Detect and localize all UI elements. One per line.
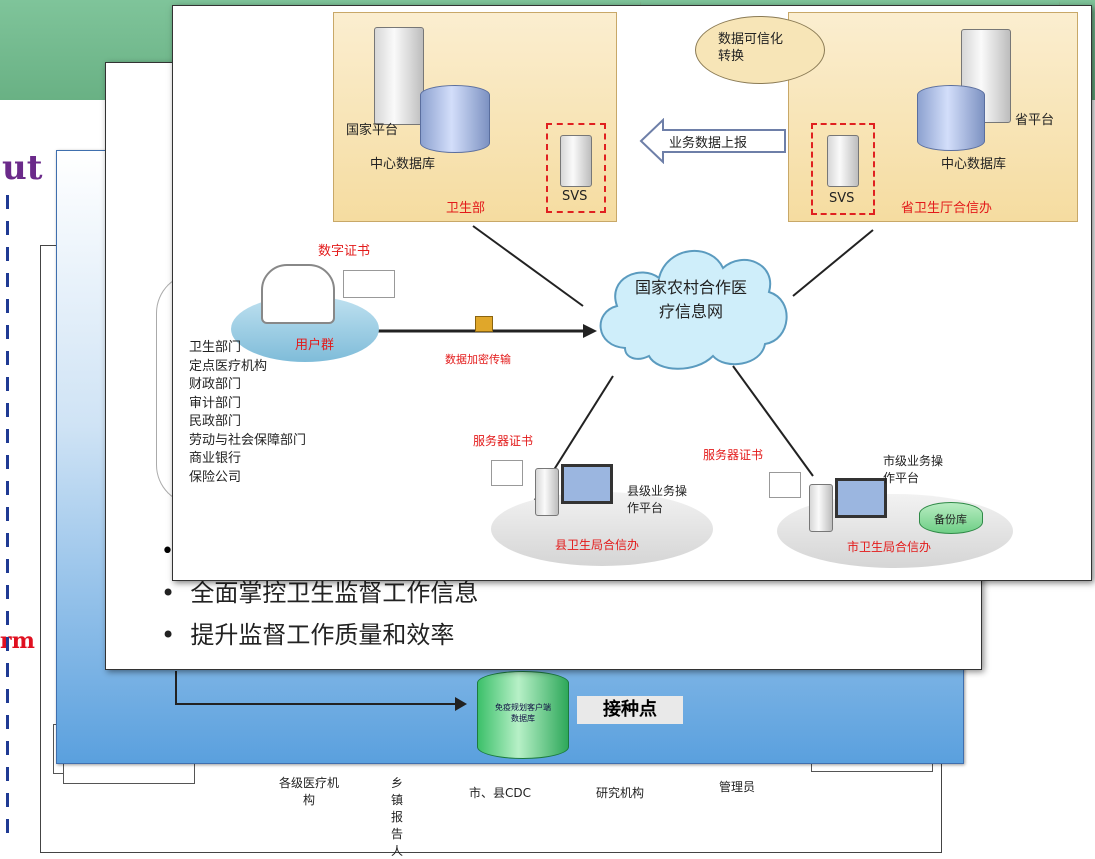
user-list-item: 审计部门	[189, 395, 242, 411]
user-list-item: 劳动与社会保障部门	[189, 432, 307, 448]
bullet-1: • 全面掌控卫生监督工作信息	[161, 579, 479, 607]
county-office-label: 县卫生局合信办	[555, 538, 640, 552]
county-oval: 县卫生局合信办	[491, 492, 713, 566]
bullet-2: • 提升监督工作质量和效率	[161, 621, 455, 649]
cloud-icon	[599, 249, 788, 370]
user-list-item: 民政部门	[189, 414, 242, 429]
label-township-reporter: 乡镇报告人	[391, 776, 404, 858]
server-cert-icon-right	[769, 472, 801, 498]
backup-db-icon: 备份库	[919, 502, 983, 534]
city-pc-tower-icon	[809, 484, 833, 532]
bullet-1-text: 全面掌控卫生监督工作信息	[190, 579, 479, 607]
national-server-icon	[374, 27, 424, 125]
user-group-label: 用户群	[295, 338, 335, 353]
client-db-label: 免疫规划客户端数据库	[495, 703, 551, 723]
label-research-institutions: 研究机构	[596, 786, 645, 800]
user-list: 卫生部门 定点医疗机构 财政部门 审计部门 民政部门 劳动与社会保障部门 商业银…	[189, 339, 306, 487]
province-box: 省平台 中心数据库 SVS 省卫生厅合信办	[788, 12, 1078, 222]
line-cloud-city	[732, 365, 814, 477]
report-arrow-label: 业务数据上报	[669, 136, 748, 151]
provincial-server-icon	[961, 29, 1011, 123]
user-group-icon	[261, 264, 335, 324]
slide-network-architecture: 国家平台 中心数据库 SVS 卫生部 业务数据上报 省平台 中心数据库 SVS …	[172, 5, 1092, 581]
label-administrator: 管理员	[719, 780, 756, 794]
central-db-label-left: 中心数据库	[370, 157, 436, 172]
user-list-item: 商业银行	[189, 451, 242, 466]
user-list-item: 财政部门	[189, 377, 242, 392]
ministry-label: 卫生部	[446, 201, 486, 216]
ministry-box: 国家平台 中心数据库 SVS 卫生部	[333, 12, 617, 222]
city-monitor-icon	[835, 478, 887, 518]
label-city-county-cdc: 市、县CDC	[469, 786, 531, 800]
speech-bubble-text: 数据可信化转换	[718, 32, 784, 64]
cloud-network: 国家农村合作医疗信息网	[585, 228, 795, 374]
label-medical-institutions: 各级医疗机构	[279, 776, 340, 807]
user-list-item: 卫生部门	[189, 340, 242, 355]
line-province-cloud	[792, 229, 874, 297]
county-pc-tower-icon	[535, 468, 559, 516]
svs-server-icon-right	[827, 135, 859, 187]
cut-title-text: ut	[2, 148, 43, 188]
digital-cert-icon	[343, 270, 395, 298]
cloud-label: 国家农村合作医疗信息网	[634, 278, 747, 321]
svs-box-right: SVS	[811, 123, 875, 215]
bullet-2-text: 提升监督工作质量和效率	[190, 621, 455, 649]
svs-label-right: SVS	[829, 191, 855, 206]
server-cert-label-left: 服务器证书	[473, 434, 534, 448]
encrypt-label: 数据加密传输	[445, 353, 511, 366]
backup-db-label: 备份库	[934, 513, 967, 526]
city-platform-label: 市级业务操作平台	[883, 454, 944, 485]
national-platform-label: 国家平台	[346, 123, 399, 138]
connector-horizontal	[175, 703, 465, 705]
city-office-label: 市卫生局合信办	[847, 540, 932, 554]
provincial-office-label: 省卫生厅合信办	[901, 201, 993, 216]
cut-red-text: rm	[0, 628, 35, 654]
central-db-label-right: 中心数据库	[941, 157, 1007, 172]
user-list-item: 保险公司	[189, 469, 242, 485]
report-arrow-shape	[639, 117, 786, 165]
line-ministry-cloud	[472, 225, 584, 307]
server-cert-label-right: 服务器证书	[703, 448, 764, 462]
arrowhead-users-cloud	[583, 324, 597, 338]
central-db-icon-left	[420, 85, 490, 153]
partial-bullet: •	[161, 539, 174, 564]
digital-cert-label: 数字证书	[318, 244, 371, 259]
user-list-item: 定点医疗机构	[189, 358, 268, 374]
svs-label-left: SVS	[562, 189, 588, 204]
server-cert-icon-left	[491, 460, 523, 486]
report-arrow: 业务数据上报	[639, 117, 787, 168]
central-db-icon-right	[917, 85, 985, 151]
left-dash-strip	[0, 195, 14, 851]
svs-server-icon-left	[560, 135, 592, 187]
client-database-cylinder: 免疫规划客户端数据库	[477, 671, 569, 759]
connector-vertical	[175, 671, 177, 703]
vaccination-point-label: 接种点	[577, 696, 683, 724]
county-monitor-icon	[561, 464, 613, 504]
svs-box-left: SVS	[546, 123, 606, 213]
lock-icon	[475, 316, 493, 332]
connector-arrowhead	[455, 697, 467, 711]
county-platform-label: 县级业务操作平台	[627, 484, 688, 515]
provincial-platform-label: 省平台	[1015, 113, 1055, 128]
speech-bubble: 数据可信化转换	[695, 16, 825, 84]
